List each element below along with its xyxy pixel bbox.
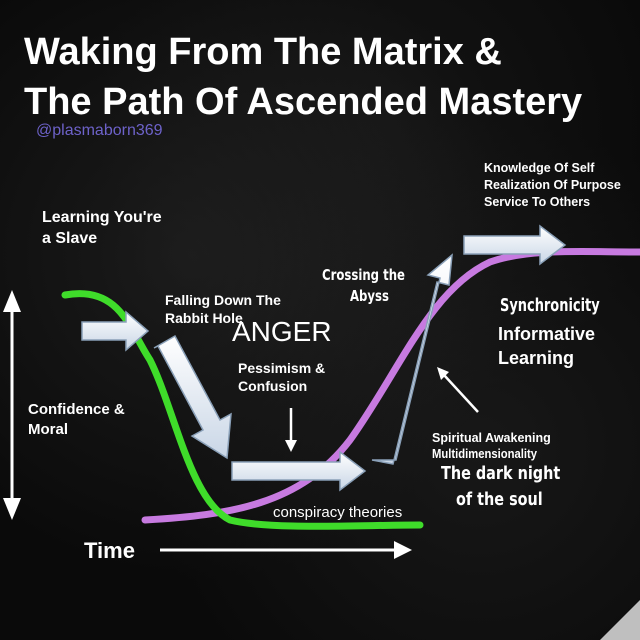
label-learning-slave-1: Learning You're [42, 209, 162, 226]
label-crossing-2: Abyss [350, 287, 389, 305]
title-line-1: Waking From The Matrix & [24, 31, 502, 73]
label-confidence-2: Moral [28, 421, 69, 438]
green-curve [61, 290, 424, 530]
author-handle: @plasmaborn369 [36, 122, 163, 139]
label-synchronicity: Synchronicity [500, 295, 600, 316]
thin-arrow-pessimism [285, 408, 297, 452]
label-confidence-1: Confidence & [28, 401, 125, 418]
label-knowledge-2: Realization Of Purpose [484, 178, 621, 192]
label-learning: Learning [498, 348, 575, 368]
page-curl-shade [600, 600, 640, 640]
label-knowledge-3: Service To Others [484, 195, 591, 209]
label-spiritual-2: Multidimensionality [432, 447, 538, 461]
title-line-2: The Path Of Ascended Mastery [24, 81, 583, 123]
label-anger: ANGER [232, 316, 332, 347]
label-pessimism-2: Confusion [238, 378, 308, 394]
label-learning-slave-2: a Slave [42, 230, 98, 247]
label-time: Time [84, 538, 135, 563]
thin-arrow-spiritual [437, 367, 479, 413]
label-knowledge-1: Knowledge Of Self [484, 161, 595, 175]
label-informative: Informative [498, 324, 596, 344]
label-dark-night-1: The dark night [441, 463, 561, 484]
vertical-axis-arrow [3, 290, 21, 520]
page-curl-corner [600, 600, 640, 640]
label-conspiracy: conspiracy theories [273, 504, 403, 521]
block-arrow-crossing-abyss [371, 253, 453, 465]
label-pessimism-1: Pessimism & [238, 360, 326, 376]
time-arrow [160, 541, 412, 559]
label-rabbit-hole-2: Rabbit Hole [165, 310, 243, 326]
label-rabbit-hole-1: Falling Down The [165, 292, 281, 308]
label-crossing-1: Crossing the [322, 266, 405, 284]
label-spiritual-1: Spiritual Awakening [432, 431, 551, 445]
block-arrow-rabbit-hole [153, 334, 232, 460]
label-dark-night-2: of the soul [456, 489, 543, 510]
block-arrow-bottom [231, 450, 367, 492]
block-arrow-learning [81, 310, 150, 352]
block-arrow-top [463, 224, 567, 266]
